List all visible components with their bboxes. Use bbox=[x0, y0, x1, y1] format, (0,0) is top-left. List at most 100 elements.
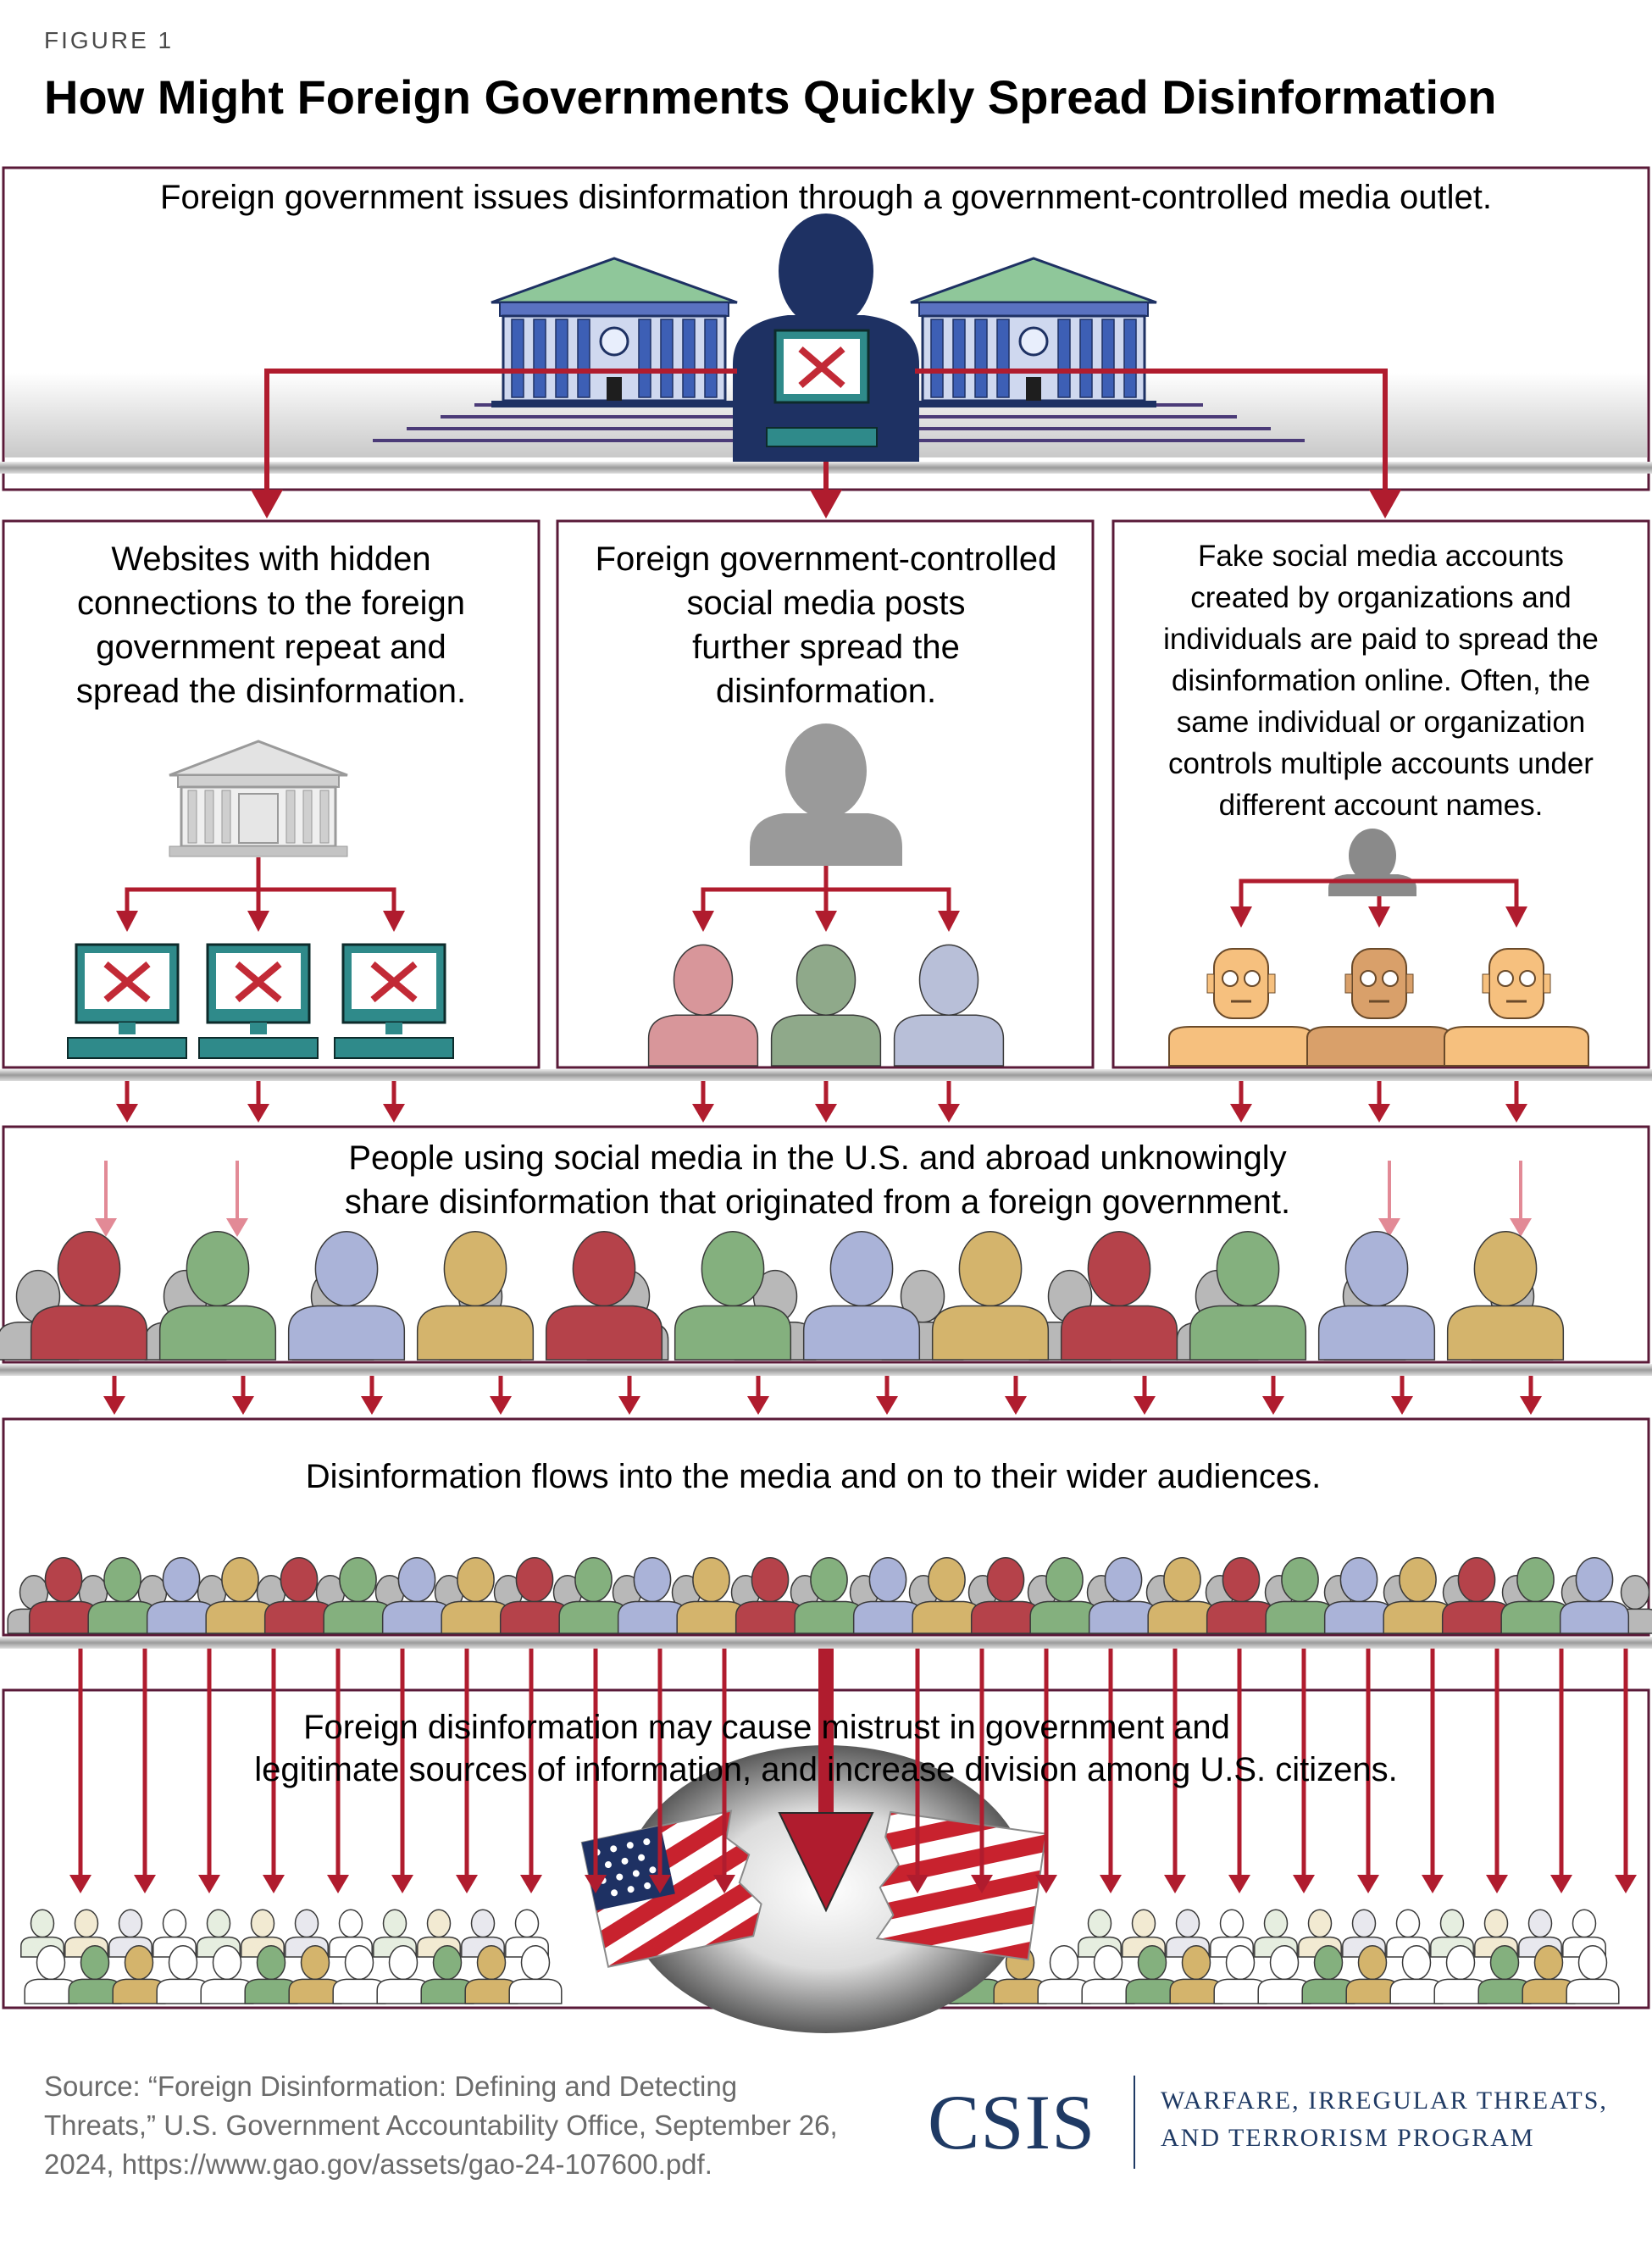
flow-arrow bbox=[1100, 1649, 1122, 1893]
flow-arrow bbox=[103, 1376, 125, 1415]
person-silhouette-icon bbox=[1210, 1909, 1254, 1958]
flow-arrow bbox=[116, 1081, 138, 1122]
flow-arrow bbox=[1134, 1376, 1156, 1415]
flow-arrow bbox=[490, 1376, 512, 1415]
fake-accounts-text-line-5: same individual or organization bbox=[1177, 706, 1586, 739]
person-silhouette-icon bbox=[244, 1945, 298, 2004]
flow-arrow bbox=[456, 1649, 478, 1893]
websites-text-line-4: spread the disinformation. bbox=[76, 673, 466, 710]
logo-divider bbox=[1134, 2076, 1135, 2169]
person-silhouette-icon bbox=[794, 1556, 864, 1634]
person-silhouette-icon bbox=[1169, 1945, 1223, 2004]
column-panel-social-posts bbox=[556, 519, 1095, 1069]
person-silhouette-icon bbox=[441, 1556, 511, 1634]
flow-arrow bbox=[906, 1649, 929, 1893]
person-silhouette-icon bbox=[112, 1945, 166, 2004]
column-panel-websites bbox=[2, 519, 541, 1069]
computer-screen-x-icon bbox=[334, 943, 454, 1059]
flow-arrow bbox=[1510, 1161, 1532, 1237]
person-silhouette-icon bbox=[28, 1556, 99, 1634]
divider-rail bbox=[0, 1069, 1652, 1081]
websites-text-line-1: Websites with hidden bbox=[111, 540, 430, 578]
flow-arrow bbox=[1005, 1376, 1027, 1415]
flow-arrow bbox=[232, 1376, 254, 1415]
flow-arrow bbox=[1230, 1081, 1252, 1122]
flow-arrow bbox=[876, 1376, 898, 1415]
flow-arrow bbox=[1505, 1081, 1527, 1122]
person-silhouette-icon bbox=[647, 944, 759, 1067]
person-silhouette-icon bbox=[1342, 1909, 1386, 1958]
fake-accounts-text-line-3: individuals are paid to spread the bbox=[1163, 623, 1599, 656]
person-silhouette-icon bbox=[1265, 1556, 1335, 1634]
flow-arrow bbox=[69, 1649, 91, 1893]
government-building-icon bbox=[910, 257, 1157, 407]
person-silhouette-icon bbox=[1206, 1556, 1277, 1634]
person-silhouette-icon bbox=[200, 1945, 254, 2004]
flow-arrow bbox=[1262, 1376, 1284, 1415]
impact-panel bbox=[2, 1649, 1650, 2033]
person-silhouette-icon bbox=[1298, 1909, 1342, 1958]
flow-arrow bbox=[134, 1649, 156, 1893]
person-silhouette-icon bbox=[1441, 1556, 1512, 1634]
person-silhouette-icon bbox=[1389, 1945, 1444, 2004]
flow-arrow bbox=[263, 1649, 285, 1893]
flow-arrow bbox=[938, 1081, 960, 1122]
person-silhouette-icon bbox=[735, 1556, 806, 1634]
computer-screen-x-icon bbox=[67, 943, 187, 1059]
top-panel-text: Foreign government issues disinformation… bbox=[160, 179, 1492, 216]
flow-arrow bbox=[1228, 1649, 1250, 1893]
sharing-text-line-2: share disinformation that originated fro… bbox=[345, 1183, 1290, 1221]
social-posts-text-line-1: Foreign government-controlled bbox=[596, 540, 1057, 578]
top-panel: Foreign government issues disinformation… bbox=[2, 166, 1650, 491]
flow-arrow bbox=[971, 1649, 993, 1893]
person-silhouette-icon bbox=[146, 1556, 217, 1634]
person-silhouette-icon bbox=[802, 1230, 921, 1361]
flow-arrow bbox=[585, 1649, 607, 1893]
bot-head-icon bbox=[1306, 948, 1452, 1067]
person-silhouette-icon bbox=[770, 944, 882, 1067]
flow-arrow bbox=[1293, 1649, 1315, 1893]
person-silhouette-icon bbox=[750, 723, 902, 866]
arrows-to-public bbox=[69, 1649, 1637, 1893]
computer-screen-x-icon bbox=[198, 943, 319, 1059]
flow-arrow bbox=[815, 1081, 837, 1122]
person-silhouette-icon bbox=[1345, 1945, 1400, 2004]
person-silhouette-icon bbox=[970, 1556, 1041, 1634]
central-arrow-shaft bbox=[818, 1649, 834, 1818]
person-silhouette-icon bbox=[205, 1556, 275, 1634]
person-silhouette-icon bbox=[1522, 1945, 1576, 2004]
person-silhouette-icon bbox=[156, 1945, 210, 2004]
person-silhouette-icon bbox=[287, 1230, 406, 1361]
person-silhouette-icon bbox=[1213, 1945, 1267, 2004]
fake-accounts-text-line-2: created by organizations and bbox=[1190, 581, 1571, 614]
flow-arrow bbox=[520, 1649, 542, 1893]
arrows-to-media-panel bbox=[103, 1376, 1542, 1415]
arrowheads-top bbox=[251, 490, 1401, 518]
person-silhouette-icon bbox=[1060, 1230, 1178, 1361]
fake-accounts-text-line-1: Fake social media accounts bbox=[1198, 540, 1564, 573]
person-silhouette-icon bbox=[1566, 1945, 1620, 2004]
media-panel bbox=[2, 1417, 1652, 1637]
person-silhouette-icon bbox=[1446, 1230, 1565, 1361]
government-building-icon bbox=[491, 257, 738, 407]
flow-arrow bbox=[391, 1649, 413, 1893]
person-silhouette-icon bbox=[558, 1556, 629, 1634]
person-silhouette-icon bbox=[376, 1945, 430, 2004]
source-note: Source: “Foreign Disinformation: Definin… bbox=[44, 2070, 838, 2180]
websites-text-line-3: government repeat and bbox=[96, 629, 446, 666]
person-silhouette-icon bbox=[24, 1945, 78, 2004]
impact-text-line-1: Foreign disinformation may cause mistrus… bbox=[303, 1709, 1230, 1746]
impact-text-line-2: legitimate sources of information, and i… bbox=[254, 1751, 1398, 1788]
person-silhouette-icon bbox=[420, 1945, 474, 2004]
figure-label: FIGURE 1 bbox=[44, 27, 175, 53]
fake-accounts-text-line-7: different account names. bbox=[1219, 789, 1544, 822]
torn-flag-icon bbox=[875, 1810, 1047, 1961]
person-silhouette-icon bbox=[545, 1230, 663, 1361]
social-posts-text-line-3: further spread the bbox=[692, 629, 960, 666]
bot-head-icon bbox=[1444, 948, 1589, 1067]
person-silhouette-icon bbox=[373, 1909, 417, 1958]
disinformation-flow-diagram: Foreign government issues disinformation… bbox=[0, 166, 1652, 2033]
flow-arrow bbox=[713, 1649, 735, 1893]
person-silhouette-icon bbox=[197, 1909, 241, 1958]
media-text: Disinformation flows into the media and … bbox=[306, 1458, 1321, 1495]
